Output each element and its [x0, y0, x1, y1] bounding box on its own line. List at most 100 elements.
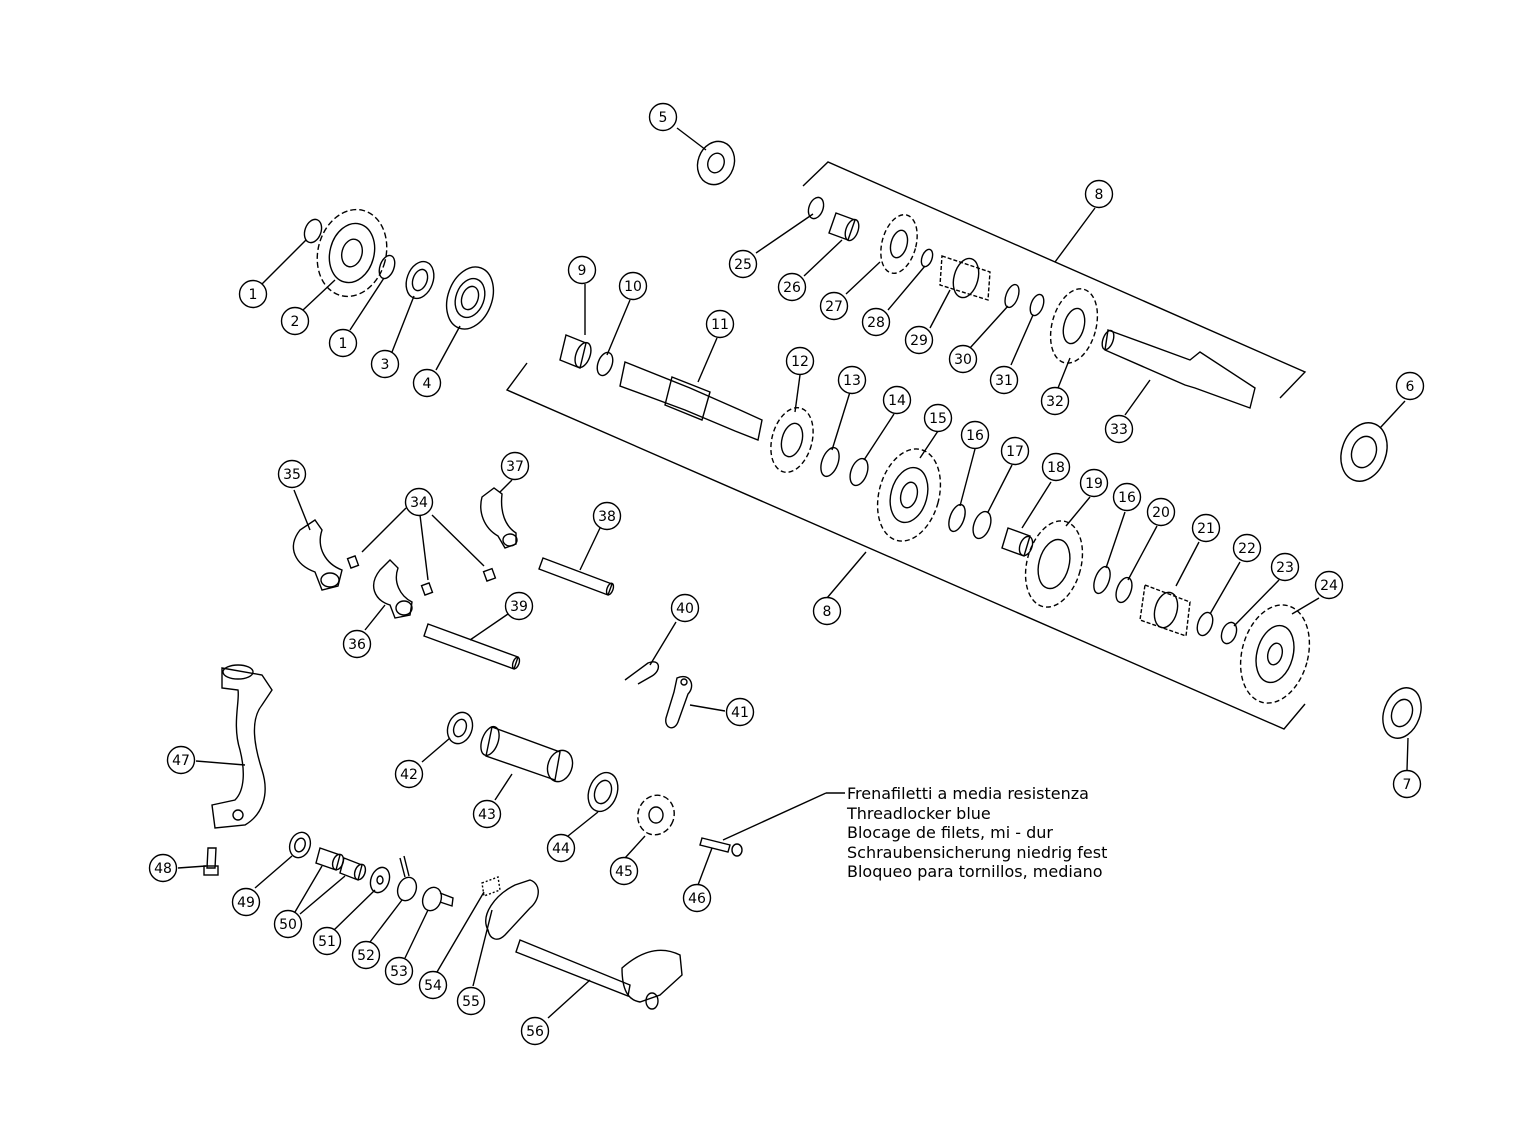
part-fork-37 [480, 487, 518, 549]
callout-c7: 7 [1392, 769, 1422, 799]
part-gear-12 [770, 407, 814, 473]
callout-number: 45 [615, 864, 633, 880]
part-pin-34c [482, 567, 497, 582]
callout-number: 21 [1197, 521, 1215, 537]
callout-number: 9 [578, 263, 587, 279]
callout-circle [418, 970, 448, 1000]
callout-number: 11 [711, 317, 729, 333]
callout-c35: 35 [277, 459, 307, 489]
callout-circle [592, 501, 622, 531]
callout-c13: 13 [837, 365, 867, 395]
callout-c28: 28 [861, 307, 891, 337]
callout-circle [648, 102, 678, 132]
callout-circle [609, 856, 639, 886]
callout-c18: 18 [1041, 452, 1071, 482]
note-leader-line [722, 792, 827, 841]
part-spring-54 [481, 876, 501, 897]
part-sprocket-2 [316, 208, 388, 298]
part-washer-13 [820, 446, 840, 478]
note-line-spanish: Bloqueo para tornillos, mediano [847, 862, 1103, 881]
part-gear-15 [876, 448, 942, 542]
callout-number: 5 [659, 110, 668, 126]
callout-c27: 27 [819, 291, 849, 321]
callout-c6: 6 [1395, 371, 1425, 401]
callout-number: 13 [843, 373, 861, 389]
callout-number: 7 [1403, 777, 1412, 793]
callout-number: 34 [410, 495, 428, 511]
part-washer-16a [948, 503, 966, 533]
callout-c55: 55 [456, 986, 486, 1016]
callout-number: 44 [552, 841, 570, 857]
callout-c42: 42 [394, 759, 424, 789]
callout-number: 16 [966, 428, 984, 444]
part-washer-31 [1029, 293, 1045, 317]
callout-circle [1079, 468, 1109, 498]
callout-c11: 11 [705, 309, 735, 339]
callout-number: 27 [825, 299, 843, 315]
part-bushing-23 [1220, 621, 1238, 645]
callout-c30: 30 [948, 344, 978, 374]
part-shaft-33 [1101, 329, 1256, 409]
callout-layer: 1213456788910111213141516171819162021222… [148, 102, 1425, 1046]
part-washer-22 [1196, 611, 1214, 637]
callout-circle [404, 487, 434, 517]
callout-c33: 33 [1104, 414, 1134, 444]
part-circlip-20 [1115, 576, 1133, 604]
bracket-upper-shaft [802, 161, 1307, 399]
callout-circle [1392, 769, 1422, 799]
callout-c5: 5 [648, 102, 678, 132]
part-washer-10 [596, 351, 614, 377]
callout-c39: 39 [504, 591, 534, 621]
callout-circle [238, 279, 268, 309]
callout-circle [520, 1016, 550, 1046]
callout-c54: 54 [418, 970, 448, 1000]
callout-c43: 43 [472, 799, 502, 829]
note-line-german: Schraubensicherung niedrig fest [847, 842, 1108, 862]
callout-c23: 23 [1270, 552, 1300, 582]
callout-circle [273, 909, 303, 939]
callout-c51: 51 [312, 926, 342, 956]
callout-c8b: 8 [812, 596, 842, 626]
bracket-lower-shaft [505, 362, 1306, 730]
callout-c48: 48 [148, 853, 178, 883]
callout-number: 26 [783, 280, 801, 296]
part-cam-45 [637, 794, 675, 836]
callout-c45: 45 [609, 856, 639, 886]
callout-circle [1191, 513, 1221, 543]
part-rod-39 [423, 623, 521, 670]
callout-circle [1146, 497, 1176, 527]
callout-c1b: 1 [328, 328, 358, 358]
part-shaft-11 [619, 361, 763, 441]
part-gear-27 [880, 213, 918, 275]
part-seal-3 [405, 260, 435, 300]
part-pin-34b [420, 582, 434, 596]
callout-number: 23 [1276, 560, 1294, 576]
part-spring-40 [624, 661, 659, 685]
callout-c17: 17 [1000, 436, 1030, 466]
part-pin-34a [346, 555, 360, 569]
callout-c1a: 1 [238, 279, 268, 309]
callout-c24: 24 [1314, 570, 1344, 600]
part-washer-51 [369, 866, 391, 894]
callout-c52: 52 [351, 940, 381, 970]
callout-c56: 56 [520, 1016, 550, 1046]
callout-c12: 12 [785, 346, 815, 376]
part-bearing-7 [1382, 687, 1422, 739]
callout-circle [1395, 371, 1425, 401]
part-gear-29 [939, 255, 991, 301]
callout-c22: 22 [1232, 533, 1262, 563]
callout-circle [837, 365, 867, 395]
callout-c29: 29 [904, 325, 934, 355]
callout-c50: 50 [273, 909, 303, 939]
callout-circle [960, 420, 990, 450]
callout-circle [682, 883, 712, 913]
part-drum-43 [480, 725, 574, 783]
callout-c3: 3 [370, 349, 400, 379]
part-rod-38 [538, 557, 615, 596]
callout-number: 52 [357, 948, 375, 964]
callout-number: 25 [734, 257, 752, 273]
callout-circle [342, 629, 372, 659]
callout-c10: 10 [618, 271, 648, 301]
callout-number: 2 [291, 314, 300, 330]
